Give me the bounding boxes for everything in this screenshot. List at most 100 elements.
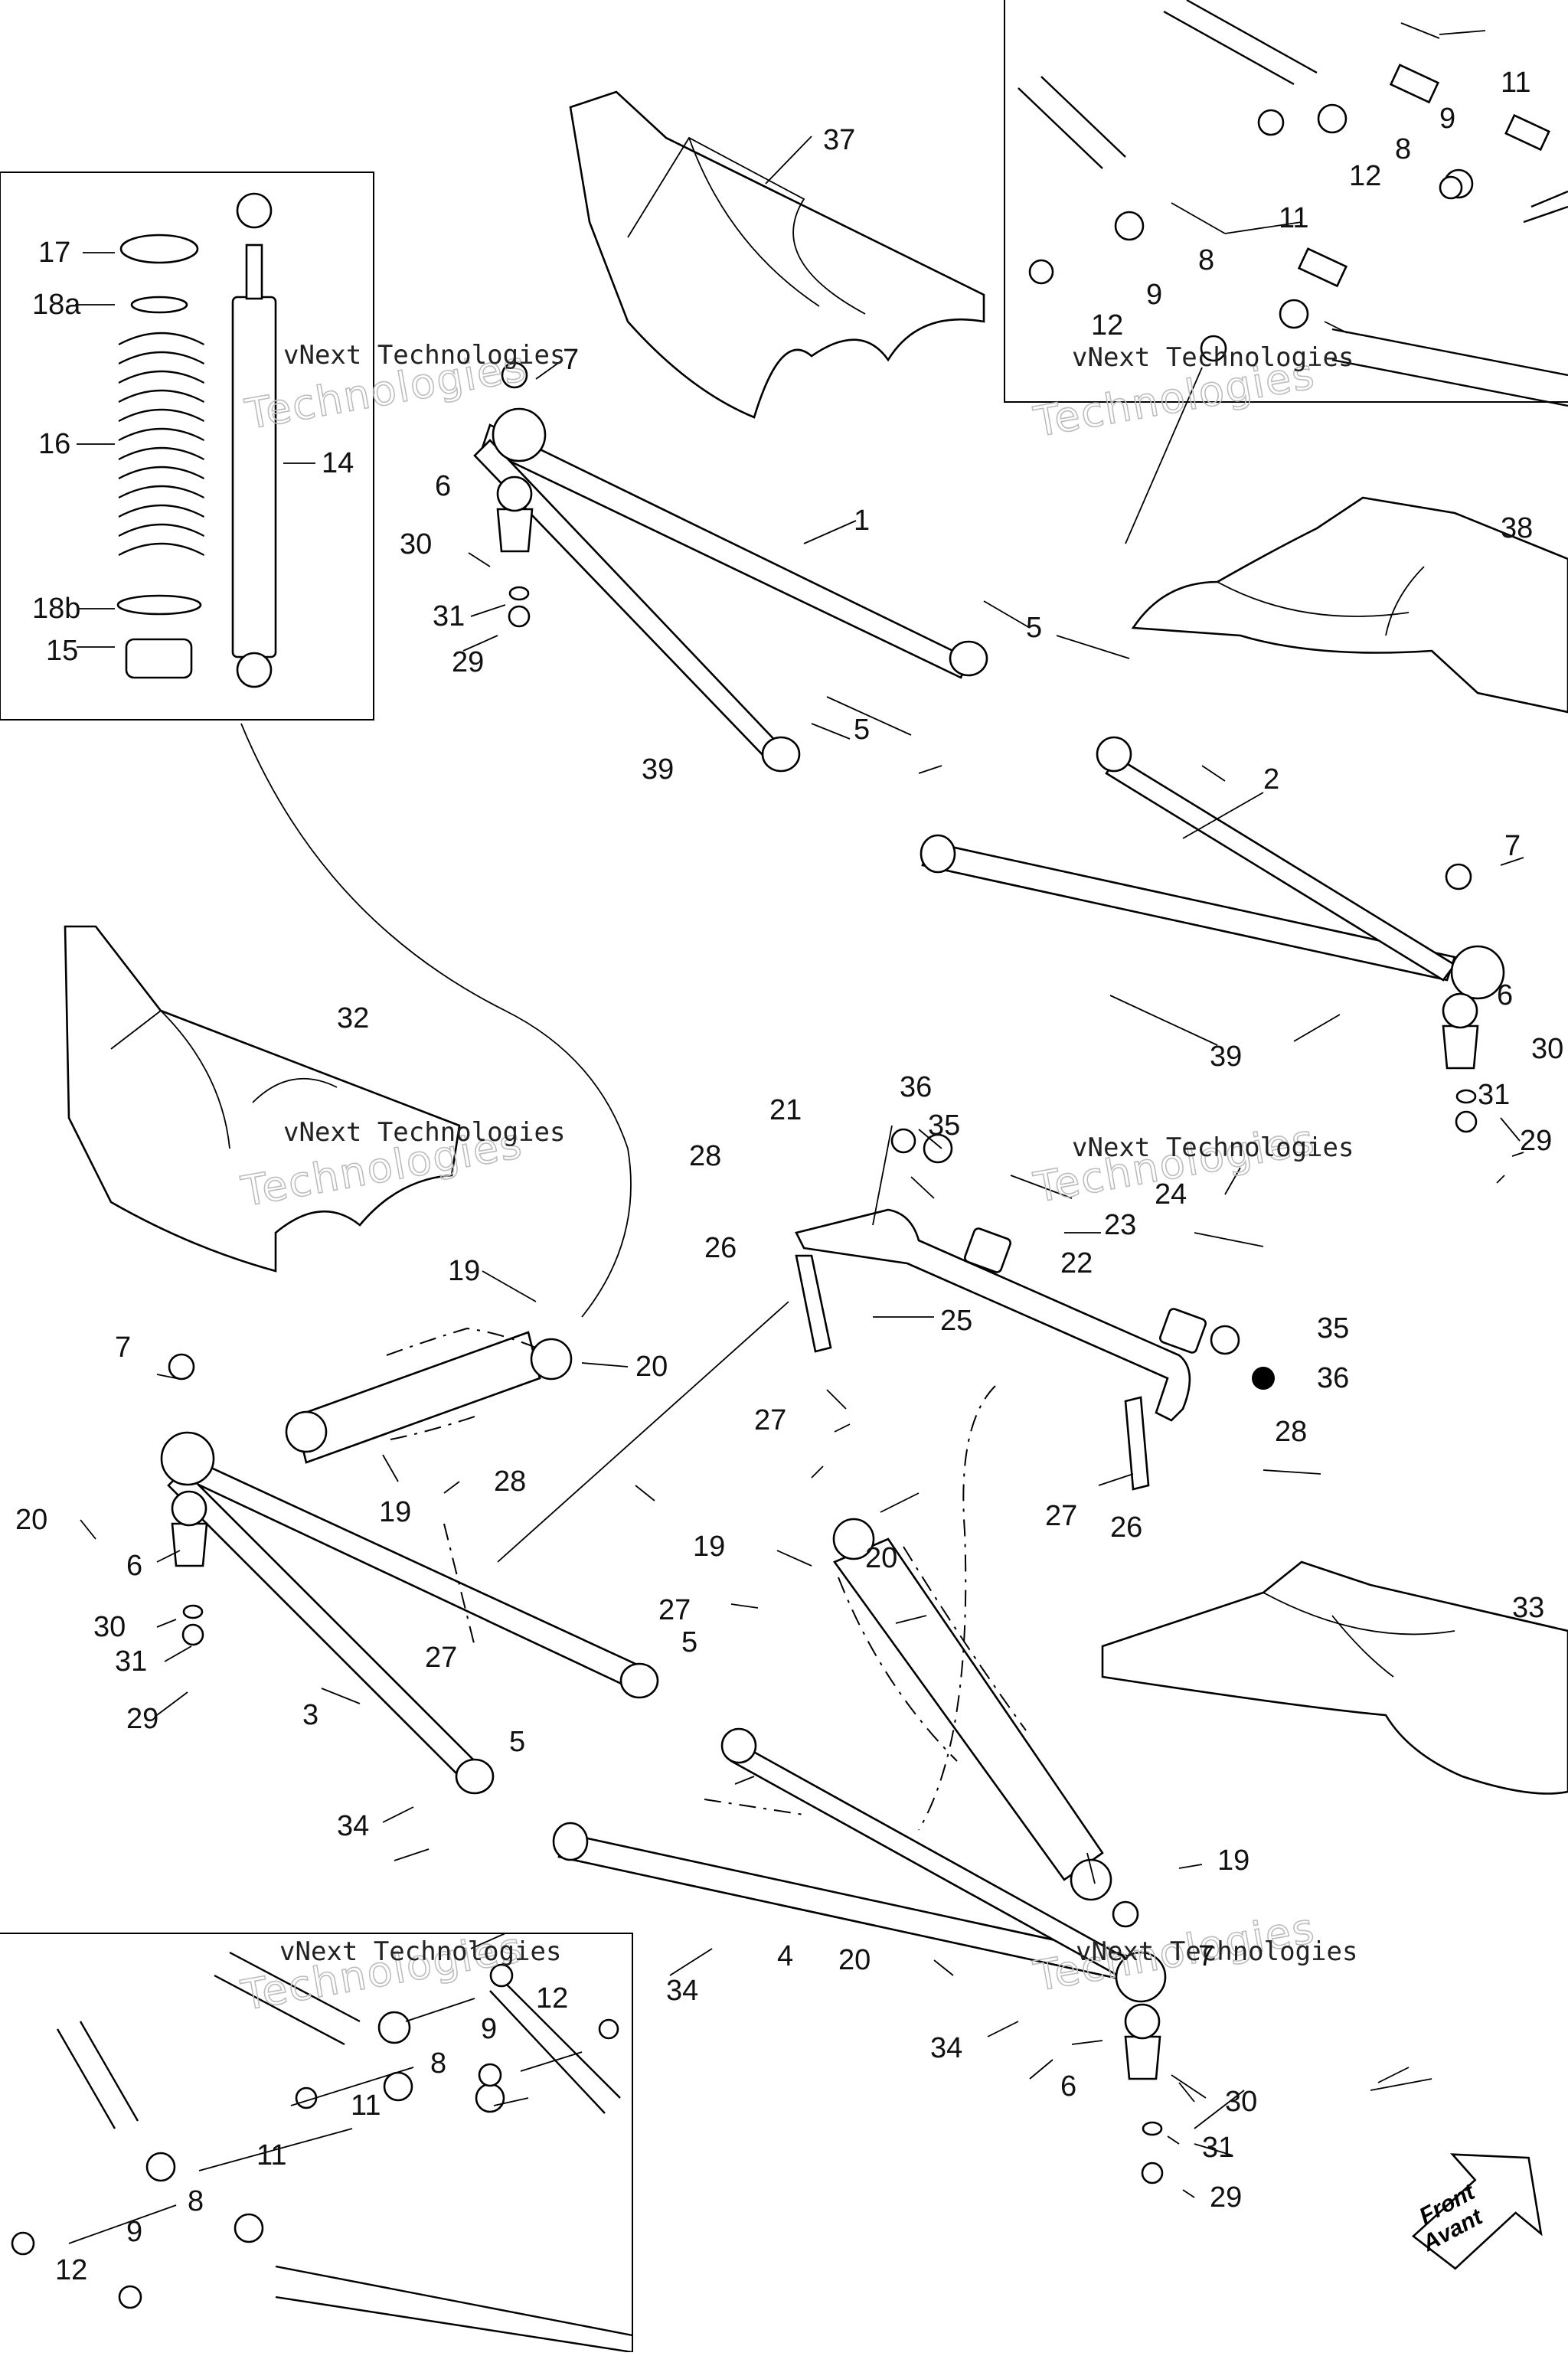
watermark-text: vNext Technologies [1076,1936,1357,1967]
callout-label: 33 [1512,1592,1544,1624]
callout-label: 34 [930,2032,962,2064]
callout-label: 1 [854,505,870,537]
spring-collar-18b [116,594,202,616]
callout-label: 6 [435,470,451,502]
callout-label: 11 [1279,202,1308,234]
inset-ll-hardware [11,1963,619,2309]
callout-label: 28 [689,1140,721,1172]
callout-label: 30 [1531,1033,1563,1065]
callout-label: 6 [1060,2070,1076,2103]
inset-ll-arm-a [214,1951,361,2046]
inset-shock-detail [0,172,374,721]
callout-label: 35 [1317,1312,1349,1345]
callout-label: 11 [351,2090,381,2122]
callout-label: 15 [46,635,78,667]
watermark-text: vNext Technologies [283,340,565,371]
leader-lines [75,136,1524,2198]
callout-label: 5 [681,1626,697,1658]
callout-label: 39 [642,753,674,786]
callout-label: 12 [1349,160,1381,192]
panel-38-right-guard [1131,496,1568,714]
callout-label: 6 [126,1550,142,1582]
callout-label: 5 [854,714,870,746]
callout-label: 5 [509,1726,525,1758]
sway-bar-21 [795,1128,1275,1491]
callout-label: 9 [1146,279,1162,311]
callout-label: 27 [1045,1500,1077,1532]
watermark-text: vNext Technologies [279,1936,561,1967]
callout-label: 32 [337,1002,369,1034]
coil-spring [118,332,204,557]
arm-tube-b [1018,76,1126,169]
callout-label: 20 [838,1944,871,1976]
callout-label: 11 [1501,67,1530,99]
callout-label: 28 [1275,1416,1307,1448]
front-direction-arrow: Front Avant [1411,2153,1543,2270]
front-right-shock [832,1518,1112,1901]
callout-label: 14 [322,447,354,479]
callout-label: 3 [302,1699,318,1731]
callout-label: 34 [337,1810,369,1842]
callout-label: 24 [1155,1178,1187,1211]
watermark-text: vNext Technologies [1072,1132,1354,1163]
callout-label: 6 [1497,979,1513,1011]
callout-label: 27 [754,1404,786,1436]
callout-label: 7 [1198,1940,1214,1972]
callout-label: 7 [1504,830,1521,862]
rear-left-shock [285,1327,573,1464]
callout-label: 35 [928,1109,960,1142]
callout-label: 8 [430,2047,446,2080]
callout-label: 29 [1520,1125,1552,1157]
callout-label: 31 [433,600,465,632]
callout-label: 18a [32,289,81,321]
callout-label: 17 [38,237,70,269]
a-arm-3 [160,1431,659,1795]
callout-label: 4 [777,1940,793,1972]
inset-upper-right-bushings [1004,0,1568,407]
a-arm-1 [473,407,988,773]
routing-line-e [1125,367,1203,544]
callout-label: 38 [1501,512,1533,544]
callout-label: 19 [448,1255,480,1287]
routing-line-f [704,1799,805,1815]
callout-label: 30 [400,528,432,560]
callout-label: 22 [1060,1247,1093,1279]
callout-label: 27 [658,1594,691,1626]
watermark-text: vNext Technologies [283,1117,565,1148]
ball-joints [168,361,1479,2184]
spring-collar-18a [130,296,188,314]
callout-label: 36 [900,1071,932,1103]
panel-33-front-guard [1101,1560,1568,1795]
arm-tube-a [1163,0,1318,86]
callout-label: 20 [635,1351,668,1383]
callout-label: 9 [481,2013,497,2045]
callout-label: 30 [93,1611,126,1643]
callout-label: 36 [1317,1362,1349,1394]
callout-label: 11 [256,2139,286,2171]
callout-label: 20 [15,1504,47,1536]
callout-label: 29 [452,646,484,678]
routing-line-d [497,1301,789,1563]
lower-retainer-15 [125,638,193,679]
callout-label: 31 [115,1645,147,1678]
inset-lower-left-bushings [0,1933,633,2354]
panel-32-left-guard [64,925,461,1273]
callout-label: 30 [1225,2086,1257,2118]
routing-line-b [918,1385,996,1831]
inset-ll-arm-c [275,2265,633,2354]
a-arm-2 [920,736,1505,1000]
callout-label: 18b [32,593,80,625]
callout-label: 29 [1210,2181,1242,2214]
callout-label: 12 [55,2254,87,2286]
callout-label: 26 [704,1232,737,1264]
callout-label: 26 [1110,1511,1142,1544]
shock-rod [245,243,263,300]
a-arm-4 [552,1727,1167,2003]
arm-tube-d [1523,190,1568,224]
callout-label: 31 [1478,1079,1510,1111]
shock-top-eye [236,192,273,229]
callout-label: 25 [940,1305,972,1337]
callout-label: 37 [823,124,855,156]
